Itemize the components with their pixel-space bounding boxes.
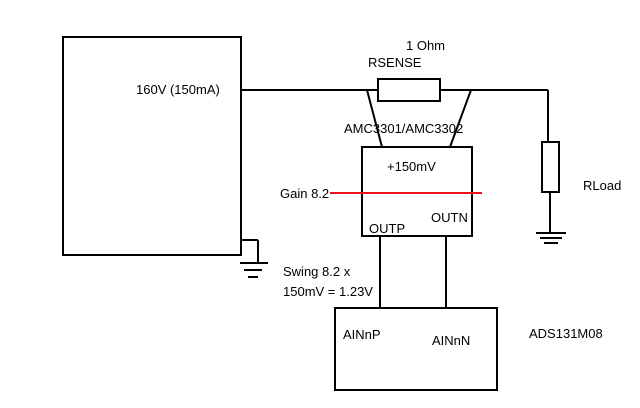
labels: 160V (150mA) 1 Ohm RSENSE AMC3301/AMC330… [136, 38, 621, 348]
swing-label-line1: Swing 8.2 x [283, 264, 351, 279]
load-resistor [541, 141, 560, 193]
load-label: RLoad [583, 178, 621, 193]
amplifier-part-label: AMC3301/AMC3302 [344, 121, 463, 136]
amplifier-input-label: +150mV [387, 159, 436, 174]
power-source-box [62, 36, 242, 256]
sense-resistor [377, 78, 441, 102]
wires [62, 36, 566, 391]
outp-label: OUTP [369, 221, 405, 236]
adc-p-label: AINnP [343, 327, 381, 342]
resistor-value-label: 1 Ohm [406, 38, 445, 53]
adc-box [334, 307, 498, 391]
resistor-name-label: RSENSE [368, 55, 422, 70]
swing-label-line2: 150mV = 1.23V [283, 284, 373, 299]
sense-tap-right [449, 89, 472, 148]
gain-label: Gain 8.2 [280, 186, 329, 201]
source-label: 160V (150mA) [136, 82, 220, 97]
outn-label: OUTN [431, 210, 468, 225]
adc-n-label: AINnN [432, 333, 470, 348]
isolation-amplifier-box [361, 146, 473, 237]
adc-part-label: ADS131M08 [529, 326, 603, 341]
sense-tap-left [366, 89, 383, 148]
